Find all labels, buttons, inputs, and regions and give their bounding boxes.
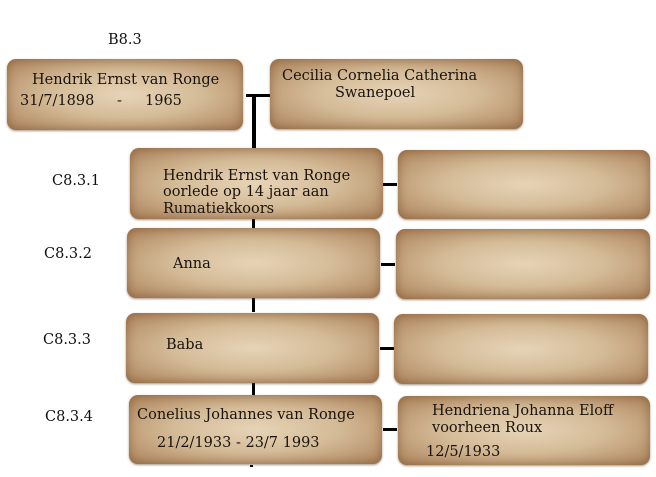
- spouse-link-3: [380, 347, 394, 350]
- spouse-name-line1: Cecilia Cornelia Catherina: [282, 68, 478, 84]
- child-spouse-box-c8-3-2[interactable]: [396, 229, 650, 299]
- child-line: Conelius Johannes van Ronge: [137, 407, 355, 423]
- child-spouse-box-c8-3-1[interactable]: [398, 150, 650, 219]
- trunk-line-5: [250, 465, 253, 467]
- spouse-line: Hendriena Johanna Eloff: [432, 403, 614, 419]
- child-line: Hendrik Ernst van Ronge: [163, 168, 351, 184]
- spouse-name-line2: Swanepoel: [335, 85, 416, 101]
- spouse-line: voorheen Roux: [432, 420, 543, 436]
- spouse-link-2: [381, 263, 395, 266]
- child-line: Anna: [173, 256, 211, 272]
- child-line: 21/2/1933 - 23/7 1993: [157, 435, 320, 451]
- parent-died: 1965: [145, 93, 182, 109]
- parent-born: 31/7/1898: [20, 93, 95, 109]
- parent-dash: -: [117, 93, 122, 109]
- child-box-c8-3-4[interactable]: Conelius Johannes van Ronge 21/2/1933 - …: [129, 395, 382, 464]
- parent-name: Hendrik Ernst van Ronge: [32, 72, 220, 88]
- child-box-c8-3-1[interactable]: Hendrik Ernst van Ronge oorlede op 14 ja…: [130, 148, 383, 219]
- spouse-link-1: [383, 183, 397, 186]
- child-box-c8-3-2[interactable]: Anna: [127, 228, 380, 298]
- parent-spouse-box[interactable]: Cecilia Cornelia Catherina Swanepoel: [270, 59, 523, 129]
- trunk-line-2: [252, 218, 255, 228]
- child-spouse-box-c8-3-3[interactable]: [394, 314, 648, 384]
- child-spouse-box-c8-3-4[interactable]: Hendriena Johanna Eloff voorheen Roux 12…: [398, 396, 650, 465]
- spouse-line: 12/5/1933: [426, 444, 501, 460]
- spouse-connector: [246, 94, 270, 97]
- parent-person-box[interactable]: Hendrik Ernst van Ronge 31/7/1898 - 1965: [7, 59, 243, 130]
- child-box-c8-3-3[interactable]: Baba: [126, 313, 379, 383]
- trunk-line-3: [252, 298, 255, 312]
- child-id-label: C8.3.2: [44, 246, 92, 262]
- child-id-label: C8.3.3: [43, 332, 91, 348]
- child-line: Rumatiekkoors: [163, 201, 275, 217]
- spouse-link-4: [383, 428, 397, 431]
- trunk-line: [252, 96, 256, 150]
- child-id-label: C8.3.4: [45, 409, 93, 425]
- trunk-line-4: [252, 383, 255, 395]
- child-id-label: C8.3.1: [52, 173, 100, 189]
- child-line: oorlede op 14 jaar aan: [163, 184, 329, 200]
- child-line: Baba: [166, 337, 204, 353]
- parent-id-label: B8.3: [108, 32, 142, 48]
